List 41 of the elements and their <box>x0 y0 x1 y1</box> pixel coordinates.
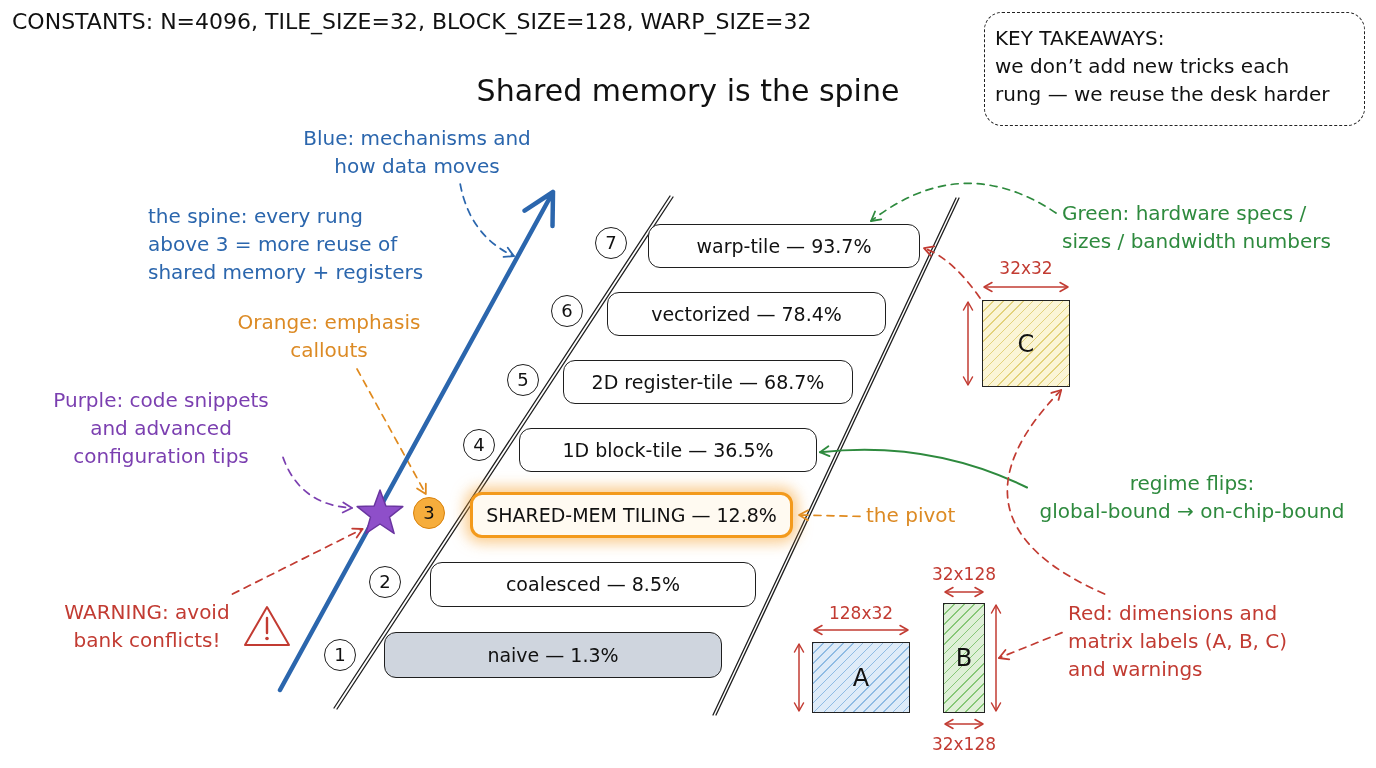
ladder-rung: warp-tile — 93.7% <box>648 224 920 268</box>
takeaways-heading: KEY TAKEAWAYS: <box>995 25 1166 52</box>
annotation: Blue: mechanisms and how data moves <box>297 124 537 180</box>
takeaways-text: we don’t add new tricks each rung — we reuse the desk harder <box>995 53 1331 108</box>
constants-note: CONSTANTS: N=4096, TILE_SIZE=32, BLOCK_SIZE=128, WARP_SIZE=32 <box>12 8 812 36</box>
matrix-tile: C <box>982 300 1070 387</box>
leader-arrow <box>923 245 981 299</box>
dimension-label: 128x32 <box>828 603 894 623</box>
matrix-tile: A <box>812 642 910 713</box>
ladder-rung: 1D block-tile — 36.5% <box>519 428 817 472</box>
step-number: 7 <box>595 227 627 259</box>
dimension-label: 32x32 <box>999 258 1053 278</box>
leader-arrow <box>798 509 861 522</box>
ladder-rung: vectorized — 78.4% <box>607 292 886 336</box>
leader-arrow <box>1006 389 1106 595</box>
annotation: the spine: every rung above 3 = more reuse of shared memory + registers <box>148 203 425 286</box>
ladder-rung: SHARED-MEM TILING — 12.8% <box>470 492 793 538</box>
annotation: Purple: code snippets and advanced configuration tips <box>41 386 281 470</box>
annotation: the pivot <box>866 501 956 529</box>
annotation: global-bound → on-chip-bound <box>1038 498 1346 525</box>
annotation: Orange: emphasis callouts <box>229 308 429 364</box>
annotation-title: regime flips: <box>1128 470 1256 497</box>
ladder-rung: coalesced — 8.5% <box>430 562 756 607</box>
leader-arrow <box>231 527 364 595</box>
ladder-rung: 2D register-tile — 68.7% <box>563 360 853 404</box>
annotation: WARNING: avoid bank conflicts! <box>52 598 242 654</box>
ladder-rung: naive — 1.3% <box>384 632 722 678</box>
takeaways-panel <box>984 12 1365 126</box>
diagram-title: Shared memory is the spine <box>476 72 900 110</box>
leader-arrow <box>356 368 427 495</box>
leader-arrow <box>998 631 1063 661</box>
annotation: Green: hardware specs / sizes / bandwidth numbers <box>1062 199 1354 255</box>
leader-arrow <box>459 183 515 258</box>
matrix-tile: B <box>943 603 985 713</box>
annotation: Red: dimensions and matrix labels (A, B, C) and warnings <box>1068 599 1312 683</box>
dimension-label: 32x128 <box>931 564 997 584</box>
step-number: 6 <box>551 295 583 327</box>
dimension-label: 32x128 <box>931 734 997 754</box>
leader-arrow <box>282 456 353 513</box>
leader-arrow <box>819 445 1028 489</box>
leader-arrow <box>870 182 1057 222</box>
